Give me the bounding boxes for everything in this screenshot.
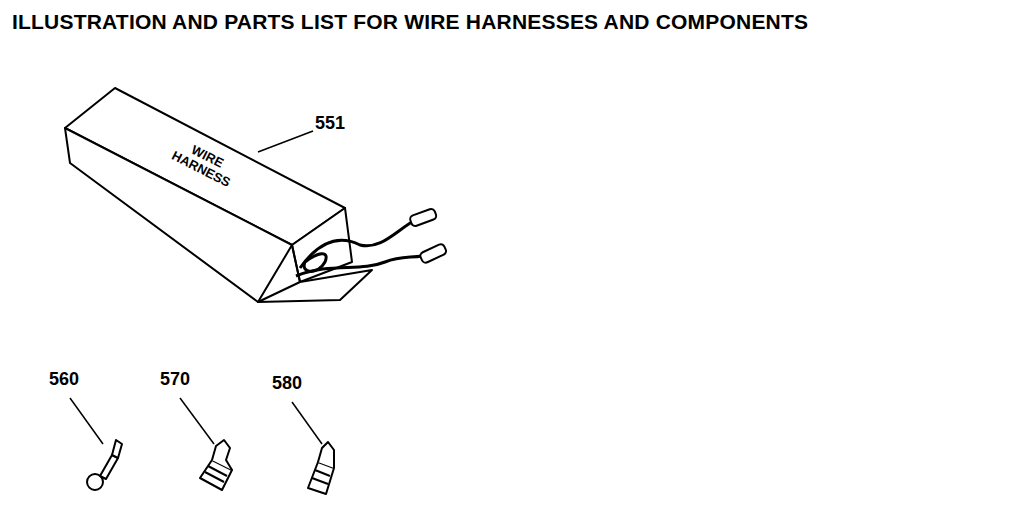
leader-line	[292, 402, 322, 444]
callout-number: 580	[272, 373, 302, 393]
title-holder: ILLUSTRATION AND PARTS LIST FOR WIRE HAR…	[12, 10, 808, 34]
label-holder: 551	[315, 114, 345, 134]
callout-number: 551	[315, 113, 345, 133]
ring-terminal	[87, 440, 122, 490]
wire-terminal	[409, 208, 437, 227]
callout-number: 560	[49, 369, 79, 389]
leader-line	[70, 398, 103, 444]
page-title: ILLUSTRATION AND PARTS LIST FOR WIRE HAR…	[12, 10, 808, 33]
leader-line	[180, 398, 214, 444]
wire-terminal	[419, 243, 447, 264]
callout-number: 570	[160, 369, 190, 389]
box-front	[65, 128, 292, 302]
wire-loop	[304, 254, 326, 272]
label-holder: 570	[160, 370, 190, 390]
wire	[300, 222, 412, 268]
box-flap	[258, 270, 372, 302]
quick-disconnect	[308, 442, 334, 494]
flag-terminal	[200, 440, 232, 490]
wire	[296, 256, 422, 276]
leader-line	[258, 131, 313, 152]
label-holder: 560	[49, 370, 79, 390]
label-holder: 580	[272, 374, 302, 394]
